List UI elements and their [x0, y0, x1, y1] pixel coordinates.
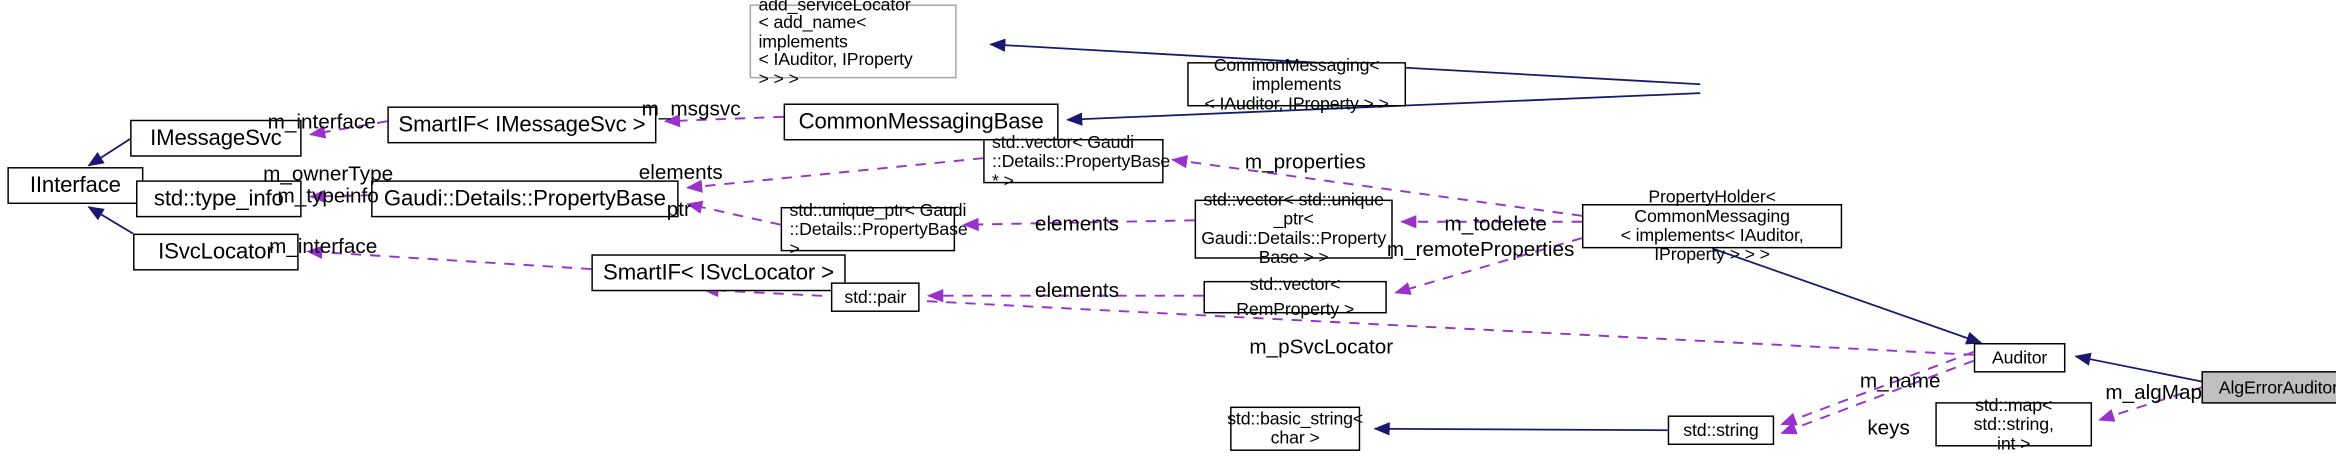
node-basic-string-char[interactable]: std::basic_string< char >: [1227, 406, 1363, 451]
edge-label-m-interface-isvclocator: m_interface: [269, 233, 378, 258]
node-commonmessagingbase[interactable]: CommonMessagingBase: [783, 103, 1059, 141]
node-vector-unique-ptr-propertybase[interactable]: std::vector< std::unique _ptr< Gaudi::De…: [1194, 190, 1393, 267]
node-smartif-imessagesvc[interactable]: SmartIF< IMessageSvc >: [387, 106, 657, 144]
node-vector-propertybase-ptr[interactable]: std::vector< Gaudi ::Details::PropertyBa…: [983, 132, 1170, 189]
node-isvclocator[interactable]: ISvcLocator: [133, 233, 299, 271]
node-algerrorauditor[interactable]: AlgErrorAuditor: [2201, 371, 2336, 404]
edge-label-m-psvclocator: m_pSvcLocator: [1249, 334, 1394, 358]
node-add-servicelocator[interactable]: add_serviceLocator < add_name< implement…: [749, 0, 957, 87]
node-map-string-int[interactable]: std::map< std::string, int >: [1935, 395, 2093, 452]
node-commonmessaging[interactable]: CommonMessaging< implements < IAuditor, …: [1187, 55, 1407, 112]
edge-label-keys: keys: [1867, 415, 1910, 440]
edge-label-m-algmap: m_algMap: [2105, 379, 2203, 404]
node-propertyholder[interactable]: PropertyHolder< CommonMessaging < implem…: [1581, 187, 1843, 264]
edge-label-elements-propertybase: elements: [638, 159, 723, 184]
node-smartif-isvclocator[interactable]: SmartIF< ISvcLocator >: [591, 254, 846, 292]
node-vector-remproperty[interactable]: std::vector< RemProperty >: [1203, 274, 1387, 319]
node-unique-ptr-propertybase[interactable]: std::unique_ptr< Gaudi ::Details::Proper…: [780, 200, 968, 257]
edge-label-m-interface-imessagesvc: m_interface: [267, 109, 376, 134]
edge-label-elements-uniqueptr: elements: [1034, 211, 1119, 236]
node-std-type-info[interactable]: std::type_info: [136, 180, 302, 218]
node-std-string[interactable]: std::string: [1667, 415, 1775, 446]
edge-label-elements-pair: elements: [1034, 277, 1119, 302]
edge-label-m-name: m_name: [1859, 368, 1941, 392]
edge-label-m-msgsvc: m_msgsvc: [641, 96, 741, 120]
node-gaudi-details-propertybase[interactable]: Gaudi::Details::PropertyBase: [371, 180, 679, 218]
edge-label-m-ownertype-m-typeinfo: m_ownerType m_typeinfo: [263, 161, 394, 207]
edge-label-m-todelete: m_todelete: [1444, 211, 1547, 236]
node-std-pair[interactable]: std::pair: [830, 282, 920, 312]
node-iinterface[interactable]: IInterface: [7, 167, 144, 205]
edge-label-m-properties: m_properties: [1244, 149, 1366, 173]
node-imessagesvc[interactable]: IMessageSvc: [130, 119, 302, 157]
edge-label-ptr: ptr: [666, 196, 691, 221]
node-auditor[interactable]: Auditor: [1973, 343, 2066, 373]
edge-label-m-remoteproperties: m_remoteProperties: [1386, 236, 1575, 261]
